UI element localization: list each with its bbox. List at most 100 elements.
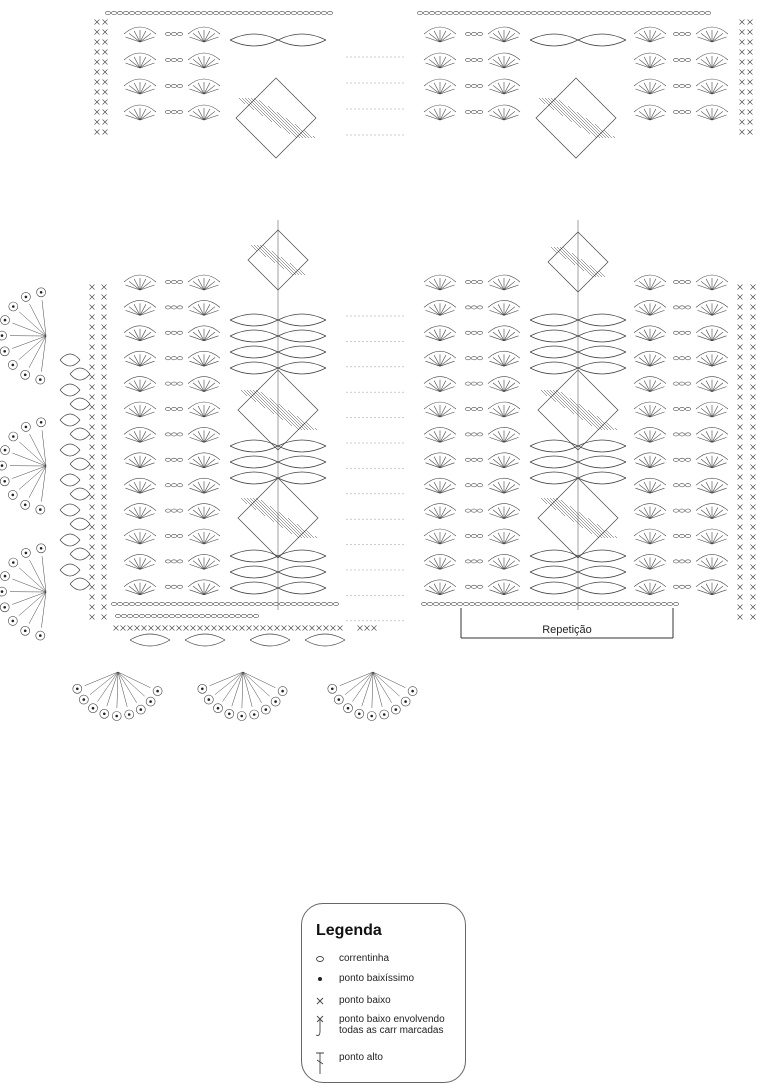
- shell-arc: [487, 325, 521, 334]
- single-crochet-stitch: [141, 625, 147, 631]
- diamond-stitch: [569, 505, 603, 539]
- shell-stitch: [697, 589, 713, 596]
- shell-stitch: [197, 108, 205, 121]
- repeat-dot: [386, 518, 388, 520]
- shell-stitch: [128, 33, 141, 43]
- shell-stitch: [649, 306, 662, 316]
- shell-arc: [695, 274, 729, 283]
- single-crochet-stitch: [750, 414, 756, 420]
- shell-stitch: [189, 513, 205, 519]
- picot-ring: [111, 711, 122, 721]
- shell-stitch: [503, 108, 511, 121]
- shell-stitch: [128, 331, 141, 342]
- slip-stitch: [39, 634, 42, 637]
- shell-stitch: [697, 284, 713, 291]
- chain-stitch: [673, 330, 679, 335]
- repeat-dot: [370, 493, 372, 495]
- repeat-dot: [366, 366, 368, 368]
- shell-stitch: [139, 535, 152, 545]
- single-crochet-stitch: [739, 29, 745, 35]
- diamond-stitch: [246, 497, 266, 517]
- single-crochet-stitch: [89, 354, 95, 360]
- repeat-dot: [366, 544, 368, 546]
- shell-stitch: [203, 380, 211, 392]
- shell-arc: [123, 376, 157, 384]
- shell-stitch: [428, 458, 441, 469]
- chain-stitch: [165, 559, 171, 564]
- shell-arc: [187, 300, 221, 308]
- repeat-dot: [358, 134, 360, 136]
- slip-stitch: [201, 687, 204, 691]
- shell-stitch: [192, 585, 205, 596]
- repeat-dot: [386, 366, 388, 368]
- single-crochet-stitch: [190, 625, 196, 631]
- slip-stitch: [39, 378, 42, 381]
- shell-stitch: [433, 30, 441, 43]
- chain-stitch: [321, 602, 327, 606]
- repeat-dot: [374, 620, 376, 622]
- single-crochet-stitch: [750, 444, 756, 450]
- shell-stitch: [203, 487, 219, 494]
- shell-stitch: [428, 111, 441, 121]
- shell-stitch: [635, 538, 651, 545]
- chain-stitch: [171, 280, 177, 284]
- single-crochet-stitch: [737, 434, 743, 440]
- diamond-stitch: [589, 264, 603, 278]
- shell-stitch: [503, 538, 519, 545]
- single-crochet-stitch: [127, 625, 133, 631]
- chain-stitch: [159, 602, 165, 606]
- single-crochet-stitch: [89, 474, 95, 480]
- chain-stitch: [513, 11, 519, 15]
- slip-stitch-dot-icon: [318, 977, 322, 981]
- slip-stitch: [139, 708, 143, 711]
- chain-arch: [229, 555, 279, 563]
- chain-stitch: [679, 559, 685, 564]
- diamond-stitch: [240, 497, 248, 505]
- shell-stitch: [203, 583, 211, 595]
- shell-stitch: [711, 30, 719, 43]
- chain-stitch: [673, 280, 679, 284]
- chain-stitch: [579, 11, 585, 15]
- chain-stitch: [231, 602, 237, 606]
- single-crochet-stitch: [737, 424, 743, 430]
- shell-arc: [423, 300, 457, 308]
- diamond-stitch: [260, 391, 300, 431]
- shell-stitch: [139, 310, 155, 316]
- chain-stitch: [633, 11, 639, 15]
- diamond-stitch: [271, 250, 297, 276]
- repeat-dot: [382, 493, 384, 495]
- shell-arc: [187, 554, 221, 562]
- chain-arch: [577, 313, 627, 321]
- shell-arc: [695, 554, 729, 562]
- single-crochet-stitch: [739, 119, 745, 125]
- edging-stitch: [117, 671, 137, 703]
- shell-stitch: [439, 405, 447, 418]
- chain-stitch: [541, 602, 547, 606]
- repeat-dot: [390, 467, 392, 469]
- edging-stitch: [28, 465, 47, 498]
- shell-arc: [633, 325, 667, 334]
- chain-stitch: [481, 602, 487, 606]
- chain-arch: [577, 549, 627, 557]
- chain-stitch: [673, 58, 679, 62]
- chain-stitch: [147, 602, 153, 606]
- shell-stitch: [503, 56, 511, 69]
- chain-arch: [277, 587, 327, 595]
- shell-stitch: [139, 583, 147, 595]
- shell-stitch: [649, 462, 665, 469]
- shell-stitch: [439, 329, 447, 341]
- slip-stitch: [24, 425, 28, 429]
- shell-stitch: [439, 513, 455, 519]
- repeat-dot: [398, 134, 400, 136]
- repeat-dot: [358, 315, 360, 317]
- chain-arch: [529, 361, 579, 369]
- shell-stitch: [439, 509, 452, 519]
- shell-stitch: [697, 114, 713, 121]
- chain-stitch: [231, 11, 237, 15]
- shell-arc: [123, 325, 157, 334]
- shell-stitch: [635, 62, 651, 69]
- single-crochet-stitch: [737, 284, 743, 290]
- single-crochet-stitch: [750, 604, 756, 610]
- chain-stitch: [477, 330, 483, 335]
- shell-stitch: [697, 411, 713, 418]
